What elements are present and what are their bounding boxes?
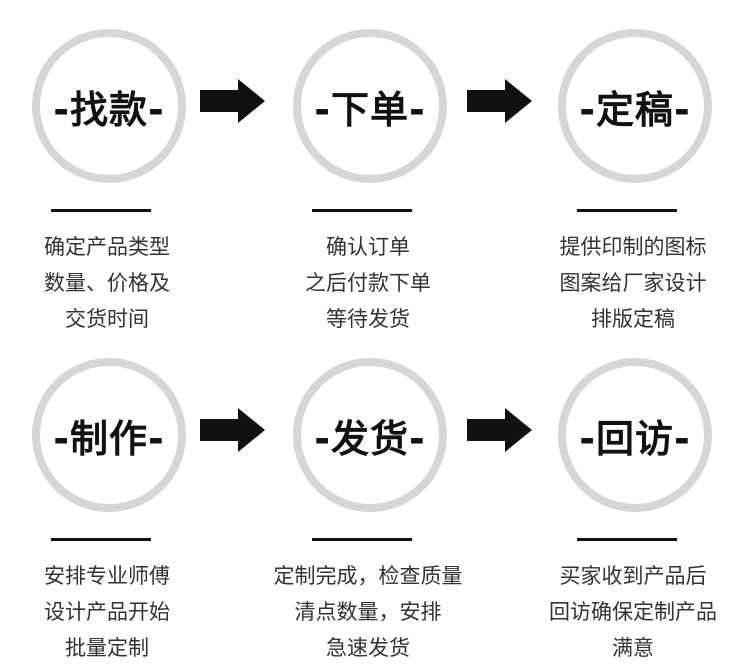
desc-line: 急速发货: [326, 636, 410, 660]
step-title: -发货-: [314, 416, 426, 461]
desc-line: 等待发货: [326, 307, 410, 331]
desc-line: 确认订单: [326, 235, 410, 259]
desc-line: 排版定稿: [591, 307, 675, 331]
desc-line: 满意: [612, 636, 654, 660]
arrow-right-icon: [200, 79, 265, 123]
desc-line: 确定产品类型: [44, 235, 170, 259]
arrow-right-icon: [467, 408, 532, 452]
step-description: 确认订单 之后付款下单 等待发货: [258, 229, 478, 337]
step-description: 定制完成，检查质量 清点数量，安排 急速发货: [258, 558, 478, 666]
desc-line: 批量定制: [65, 636, 149, 660]
desc-line: 买家收到产品后: [559, 564, 707, 588]
step-description: 买家收到产品后 回访确保定制产品 满意: [523, 558, 743, 666]
step-circle: -回访-: [558, 358, 712, 512]
divider: [312, 538, 412, 541]
desc-line: 设计产品开始: [44, 600, 170, 624]
step-circle: -定稿-: [558, 29, 712, 183]
desc-line: 清点数量，安排: [294, 600, 442, 624]
divider: [577, 209, 677, 212]
desc-line: 定制完成，检查质量: [273, 564, 463, 588]
desc-line: 回访确保定制产品: [549, 600, 717, 624]
step-circle: -下单-: [293, 29, 447, 183]
divider: [51, 538, 151, 541]
step-title: -找款-: [53, 87, 165, 132]
arrow-right-icon: [467, 79, 532, 123]
step-circle: -制作-: [32, 358, 186, 512]
step-title: -定稿-: [579, 87, 691, 132]
step-circle: -找款-: [32, 29, 186, 183]
step-title: -下单-: [314, 87, 426, 132]
step-description: 提供印制的图标 图案给厂家设计 排版定稿: [523, 229, 743, 337]
divider: [51, 209, 151, 212]
desc-line: 之后付款下单: [305, 271, 431, 295]
step-description: 确定产品类型 数量、价格及 交货时间: [0, 229, 217, 337]
step-title: -制作-: [53, 416, 165, 461]
step-title: -回访-: [579, 416, 691, 461]
desc-line: 交货时间: [65, 307, 149, 331]
divider: [312, 209, 412, 212]
desc-line: 图案给厂家设计: [559, 271, 707, 295]
desc-line: 安排专业师傅: [44, 564, 170, 588]
desc-line: 提供印制的图标: [559, 235, 707, 259]
arrow-right-icon: [200, 408, 265, 452]
divider: [577, 538, 677, 541]
desc-line: 数量、价格及: [44, 271, 170, 295]
step-description: 安排专业师傅 设计产品开始 批量定制: [0, 558, 217, 666]
step-circle: -发货-: [293, 358, 447, 512]
